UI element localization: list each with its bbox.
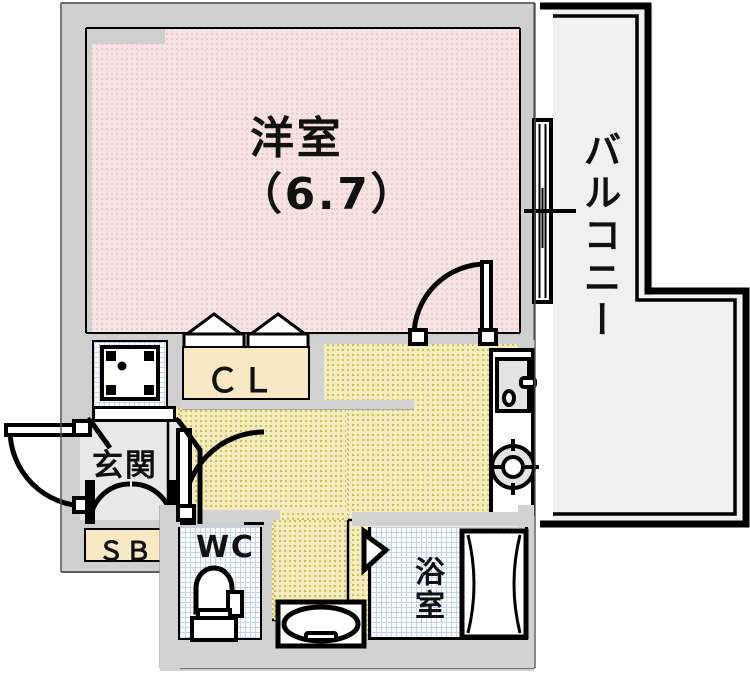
room-swing-door[interactable] — [408, 258, 504, 346]
gas-burner[interactable] — [489, 437, 539, 497]
closet-folding-doors[interactable] — [182, 312, 310, 350]
bathtub-2[interactable] — [459, 528, 530, 640]
room-washitsu-size: （6.7） — [238, 169, 418, 220]
washer-counter-2 — [92, 406, 176, 422]
room-washitsu-label: 洋室 — [250, 113, 344, 164]
partition-counter-2 — [182, 400, 414, 410]
toilet-2[interactable] — [190, 565, 252, 642]
closet-label-2: ＣＬ — [206, 361, 276, 400]
wash-basin-2[interactable] — [275, 599, 368, 649]
wall-band-bath — [352, 512, 534, 526]
wall-band-left-lower — [160, 505, 180, 668]
shoe-box-label: ＳＢ — [98, 537, 154, 567]
bath-door-2[interactable] — [360, 529, 396, 576]
genkan-label: 玄関 — [92, 448, 158, 484]
wc-label-2: WC — [196, 530, 255, 565]
genkan-inner-door[interactable] — [176, 424, 272, 522]
balcony-label: バルコニー — [577, 130, 621, 343]
bathroom-label-2: 浴室 — [409, 556, 444, 624]
partition-kitchen-2 — [310, 344, 324, 406]
wall-notch-topleft2 — [60, 2, 92, 332]
ldk-entry-floor — [180, 410, 346, 510]
washing-machine-pan[interactable] — [100, 345, 160, 403]
closet-body-2[interactable] — [182, 346, 310, 400]
balcony-window[interactable] — [524, 118, 576, 304]
kitchen-sink[interactable] — [495, 356, 537, 424]
entrance-door[interactable] — [2, 418, 94, 514]
